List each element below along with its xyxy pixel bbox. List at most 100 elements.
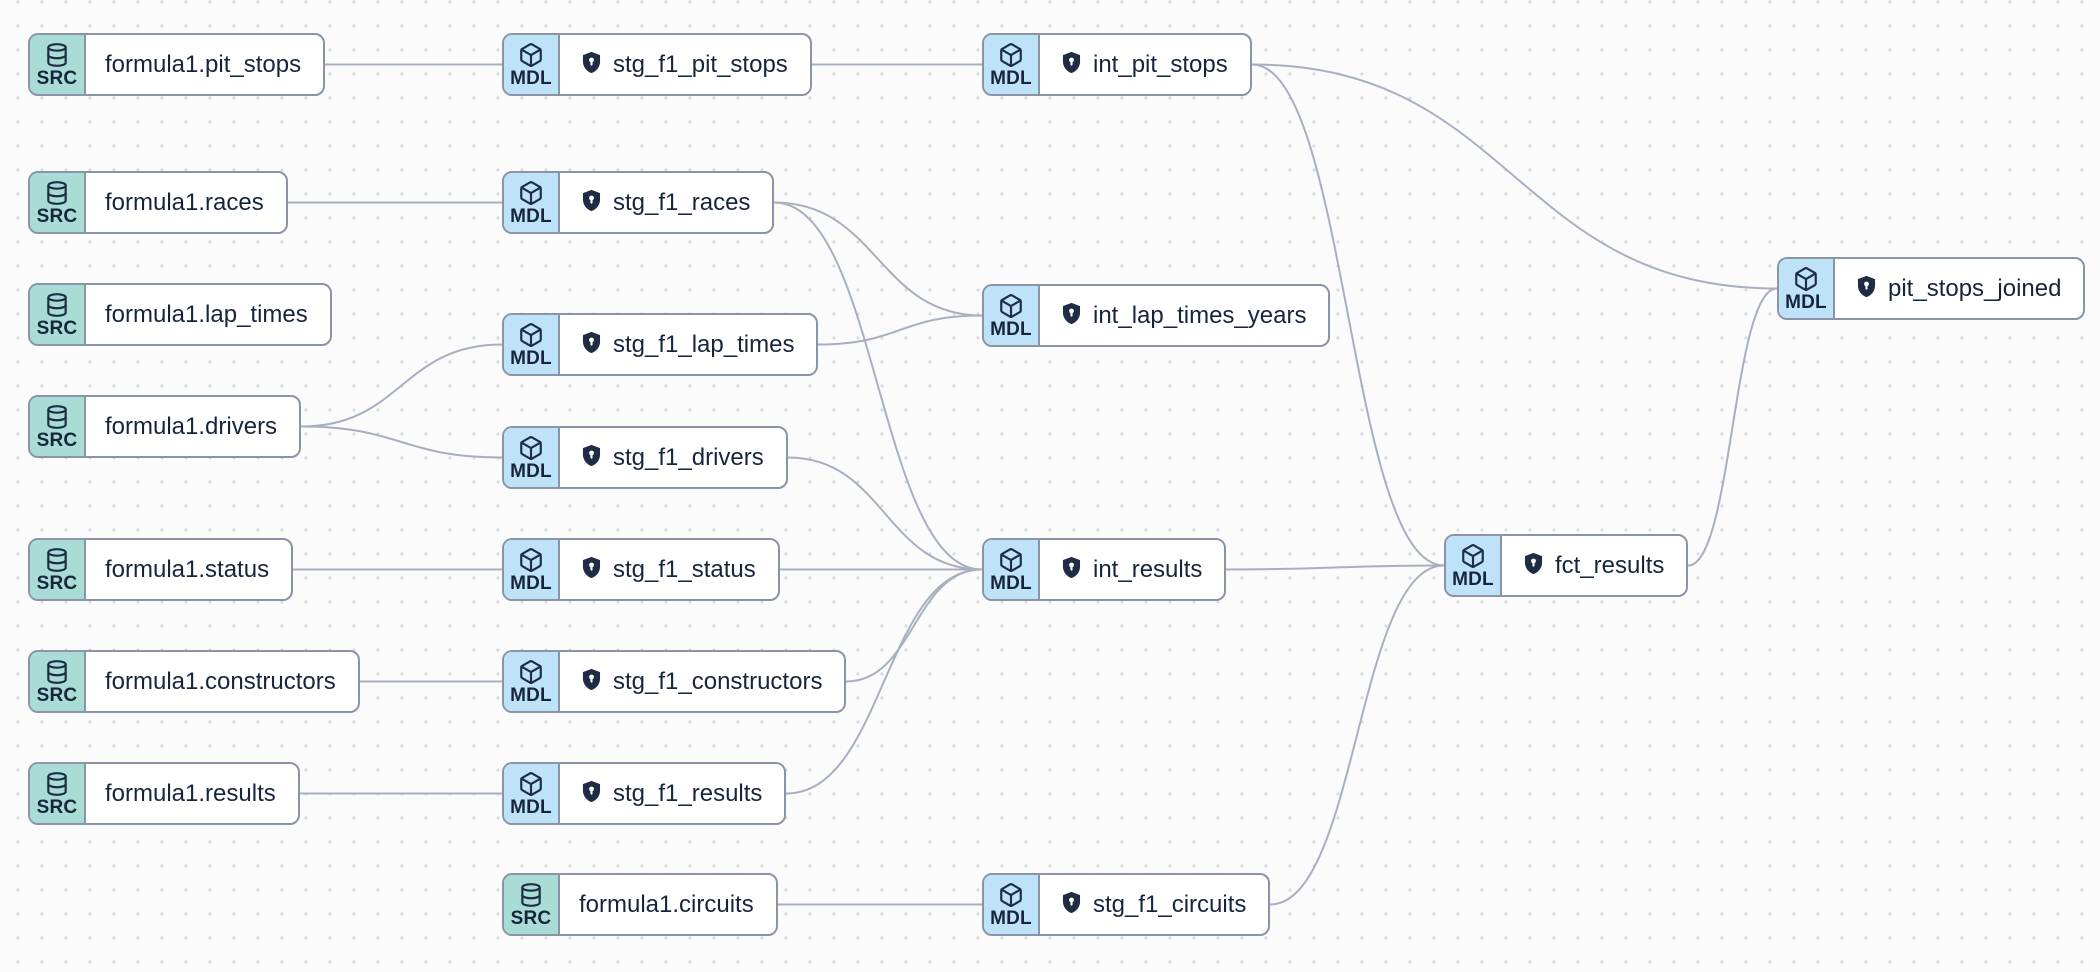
node-type-badge: SRC: [30, 173, 86, 232]
node-int_results[interactable]: MDL int_results: [982, 538, 1227, 601]
node-stg_f1_circuits[interactable]: MDL stg_f1_circuits: [982, 873, 1271, 936]
node-type-label: MDL: [510, 205, 552, 227]
node-stg_f1_races[interactable]: MDL stg_f1_races: [502, 171, 775, 234]
shield-lock-icon: [579, 555, 604, 585]
box-icon: [518, 42, 544, 68]
edge-stg_f1_races-to-int_lap_times_years: [773, 201, 983, 317]
node-type-badge: MDL: [984, 286, 1040, 345]
node-name: int_pit_stops: [1093, 50, 1228, 78]
edge-stg_f1_constructors-to-int_results: [845, 568, 983, 683]
edge-stg_f1_results-to-int_results: [785, 568, 983, 795]
node-type-label: MDL: [1452, 568, 1494, 590]
node-type-label: MDL: [990, 907, 1032, 929]
node-name: stg_f1_results: [613, 779, 763, 807]
node-formula1.lap_times[interactable]: SRC formula1.lap_times: [28, 283, 332, 346]
node-name: formula1.lap_times: [105, 300, 308, 328]
node-name: stg_f1_drivers: [613, 443, 764, 471]
shield-lock-icon: [579, 667, 604, 697]
node-type-badge: MDL: [504, 315, 560, 374]
node-type-label: SRC: [36, 205, 78, 227]
database-icon: [44, 404, 70, 430]
box-icon: [1793, 266, 1819, 292]
node-type-badge: MDL: [504, 540, 560, 599]
node-type-label: MDL: [1785, 291, 1827, 313]
edge-int_results-to-fct_results: [1225, 564, 1445, 571]
node-type-badge: SRC: [30, 540, 86, 599]
node-type-label: MDL: [510, 67, 552, 89]
node-type-label: MDL: [990, 67, 1032, 89]
database-icon: [518, 882, 544, 908]
node-type-badge: SRC: [504, 875, 560, 934]
shield-lock-icon: [579, 443, 604, 473]
box-icon: [1460, 543, 1486, 569]
node-type-badge: MDL: [1446, 536, 1502, 595]
shield-lock-icon: [579, 330, 604, 360]
node-type-label: SRC: [36, 572, 78, 594]
node-type-badge: MDL: [504, 173, 560, 232]
node-type-label: SRC: [36, 429, 78, 451]
node-type-label: SRC: [36, 684, 78, 706]
box-icon: [518, 435, 544, 461]
node-stg_f1_status[interactable]: MDL stg_f1_status: [502, 538, 780, 601]
shield-lock-icon: [1059, 890, 1084, 920]
node-name: stg_f1_races: [613, 188, 751, 216]
node-name: pit_stops_joined: [1888, 274, 2062, 302]
node-stg_f1_pit_stops[interactable]: MDL stg_f1_pit_stops: [502, 33, 812, 96]
node-fct_results[interactable]: MDL fct_results: [1444, 534, 1689, 597]
node-type-badge: MDL: [504, 652, 560, 711]
edge-int_pit_stops-to-fct_results: [1251, 63, 1445, 567]
shield-lock-icon: [1059, 555, 1084, 585]
node-formula1.constructors[interactable]: SRC formula1.constructors: [28, 650, 360, 713]
node-type-label: MDL: [990, 572, 1032, 594]
node-name: stg_f1_lap_times: [613, 330, 795, 358]
box-icon: [998, 547, 1024, 573]
box-icon: [518, 771, 544, 797]
node-formula1.circuits[interactable]: SRC formula1.circuits: [502, 873, 778, 936]
node-type-label: SRC: [36, 67, 78, 89]
node-name: int_results: [1093, 555, 1203, 583]
box-icon: [518, 547, 544, 573]
node-name: formula1.circuits: [579, 890, 754, 918]
node-name: stg_f1_constructors: [613, 667, 823, 695]
box-icon: [998, 293, 1024, 319]
node-stg_f1_results[interactable]: MDL stg_f1_results: [502, 762, 787, 825]
node-type-badge: SRC: [30, 652, 86, 711]
node-formula1.results[interactable]: SRC formula1.results: [28, 762, 300, 825]
node-type-badge: MDL: [984, 35, 1040, 94]
node-int_pit_stops[interactable]: MDL int_pit_stops: [982, 33, 1252, 96]
shield-lock-icon: [1059, 301, 1084, 331]
node-formula1.races[interactable]: SRC formula1.races: [28, 171, 288, 234]
node-name: formula1.constructors: [105, 667, 336, 695]
box-icon: [998, 882, 1024, 908]
node-type-label: MDL: [510, 796, 552, 818]
edge-fct_results-to-pit_stops_joined: [1687, 287, 1778, 567]
shield-lock-icon: [1521, 551, 1546, 581]
node-stg_f1_lap_times[interactable]: MDL stg_f1_lap_times: [502, 313, 819, 376]
node-stg_f1_drivers[interactable]: MDL stg_f1_drivers: [502, 426, 788, 489]
node-name: int_lap_times_years: [1093, 301, 1307, 329]
node-name: formula1.races: [105, 188, 264, 216]
database-icon: [44, 42, 70, 68]
box-icon: [518, 322, 544, 348]
node-int_lap_times_years[interactable]: MDL int_lap_times_years: [982, 284, 1331, 347]
node-name: stg_f1_pit_stops: [613, 50, 788, 78]
node-type-badge: SRC: [30, 35, 86, 94]
node-type-badge: MDL: [1779, 259, 1835, 318]
node-formula1.drivers[interactable]: SRC formula1.drivers: [28, 395, 302, 458]
shield-lock-icon: [579, 50, 604, 80]
node-type-label: MDL: [510, 684, 552, 706]
node-formula1.pit_stops[interactable]: SRC formula1.pit_stops: [28, 33, 326, 96]
node-stg_f1_constructors[interactable]: MDL stg_f1_constructors: [502, 650, 847, 713]
node-type-badge: SRC: [30, 764, 86, 823]
node-formula1.status[interactable]: SRC formula1.status: [28, 538, 294, 601]
node-type-label: SRC: [510, 907, 552, 929]
node-type-badge: MDL: [504, 35, 560, 94]
node-pit_stops_joined[interactable]: MDL pit_stops_joined: [1777, 257, 2086, 320]
database-icon: [44, 771, 70, 797]
box-icon: [998, 42, 1024, 68]
edge-stg_f1_drivers-to-int_results: [787, 456, 983, 571]
edge-stg_f1_lap_times-to-int_lap_times_years: [817, 314, 983, 346]
node-name: formula1.drivers: [105, 412, 278, 440]
